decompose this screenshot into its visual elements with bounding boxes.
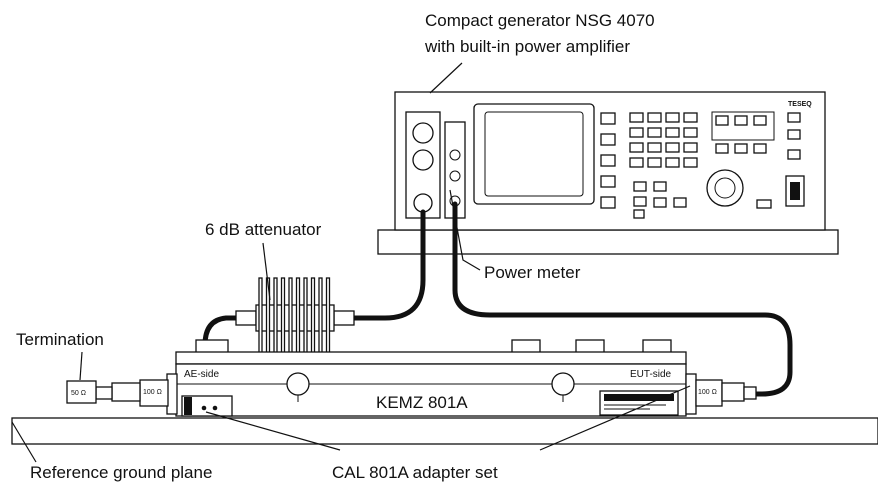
eut-side-label: EUT-side — [630, 369, 672, 380]
generator-key — [629, 112, 644, 123]
clamp-name-label: KEMZ 801A — [376, 393, 468, 412]
termination-label: Termination — [16, 330, 104, 349]
generator-key — [629, 142, 644, 153]
labels: Compact generator NSG 4070 with built-in… — [16, 11, 812, 482]
reference-ground-plane — [11, 417, 878, 445]
reference-ground-label: Reference ground plane — [30, 463, 212, 482]
attenuator-fin — [318, 277, 323, 355]
attenuator-fin — [295, 277, 301, 355]
generator-nsg4070 — [377, 91, 839, 255]
generator-key — [683, 157, 698, 168]
attenuator-fin — [273, 277, 278, 355]
ae-side-label: AE-side — [184, 369, 219, 380]
generator-key — [647, 142, 662, 153]
coupling-clamp-kemz801a — [175, 339, 687, 417]
generator-key — [647, 112, 662, 123]
generator-key — [665, 127, 680, 138]
termination-and-adapters — [66, 373, 757, 415]
generator-key — [629, 127, 644, 138]
adapter-left-value: 100 Ω — [143, 389, 162, 396]
generator-key — [647, 127, 662, 138]
attenuator-fin — [303, 277, 308, 355]
attenuator — [235, 277, 355, 355]
generator-key — [683, 142, 698, 153]
attenuator-fin — [288, 277, 293, 355]
generator-label-line1: Compact generator NSG 4070 — [425, 11, 655, 30]
generator-key — [665, 157, 680, 168]
attenuator-label: 6 dB attenuator — [205, 220, 322, 239]
generator-key — [629, 157, 644, 168]
generator-key — [665, 142, 680, 153]
generator-label-line2: with built-in power amplifier — [424, 37, 630, 56]
leader-lines — [11, 62, 691, 463]
generator-key — [683, 112, 698, 123]
attenuator-fin — [258, 277, 263, 355]
termination-value: 50 Ω — [71, 390, 86, 397]
adapter-right-value: 100 Ω — [698, 389, 717, 396]
cable-generator-to-attenuator — [349, 209, 426, 321]
attenuator-fin — [325, 277, 331, 355]
cable-powermeter-to-eut-side — [452, 201, 793, 397]
generator-key — [647, 157, 662, 168]
attenuator-fin — [280, 277, 286, 355]
generator-key — [683, 127, 698, 138]
generator-key — [665, 112, 680, 123]
brand-logo: TESEQ — [788, 101, 812, 108]
power-meter-label: Power meter — [484, 263, 581, 282]
attenuator-fin — [310, 277, 316, 355]
adapter-set-label: CAL 801A adapter set — [332, 463, 498, 482]
